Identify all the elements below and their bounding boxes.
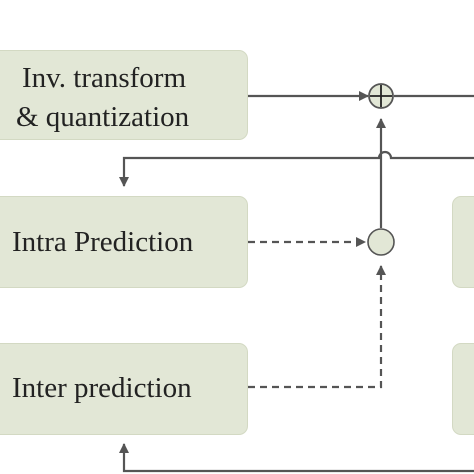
inter-prediction-block[interactable] — [0, 343, 248, 435]
right-block-upper — [452, 196, 474, 288]
plus-circle-icon — [368, 83, 394, 109]
inv-transform-label-line1: Inv. transform — [22, 62, 187, 94]
intra-prediction-block[interactable] — [0, 196, 248, 288]
circle-node-icon — [367, 228, 395, 256]
right-block-lower — [452, 343, 474, 435]
arrow-inter-to-selector — [248, 265, 386, 389]
inter-prediction-label: Inter prediction — [12, 372, 192, 404]
bottom-feedback-line — [119, 443, 474, 473]
inv-transform-label-line2: & quantization — [16, 101, 190, 133]
inv-transform-block[interactable] — [0, 50, 248, 140]
intra-prediction-label: Intra Prediction — [12, 226, 194, 258]
feedback-line — [119, 150, 474, 187]
